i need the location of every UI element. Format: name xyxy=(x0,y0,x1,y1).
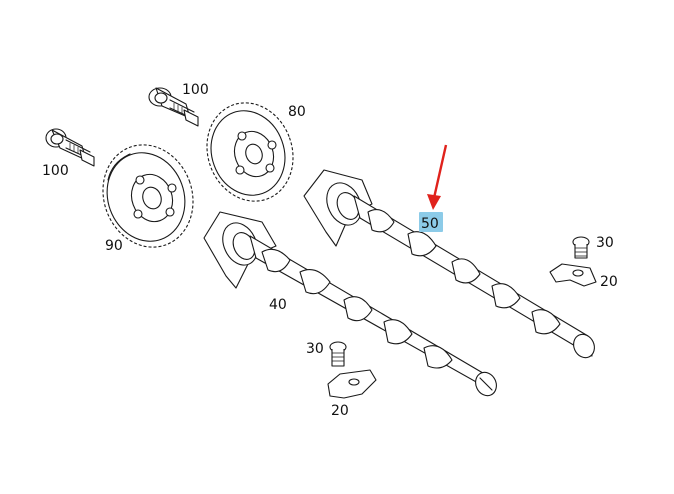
label-part-30-left[interactable]: 30 xyxy=(306,341,324,357)
bolt-30-right[interactable] xyxy=(572,236,590,259)
label-part-90[interactable]: 90 xyxy=(105,238,123,254)
bolt-30-left[interactable] xyxy=(329,341,347,367)
camshaft-50[interactable] xyxy=(303,169,598,361)
camshaft-adjuster-gear-90[interactable] xyxy=(89,132,207,260)
camshaft-adjuster-gear-80[interactable] xyxy=(193,91,306,214)
label-part-30-right[interactable]: 30 xyxy=(596,235,614,251)
solenoid-valve-left[interactable] xyxy=(45,128,95,167)
pointer-arrow xyxy=(427,144,448,210)
camshaft-40[interactable] xyxy=(203,211,500,399)
clamp-20-left[interactable] xyxy=(327,369,377,399)
label-part-80[interactable]: 80 xyxy=(288,104,306,120)
clamp-20-right[interactable] xyxy=(549,263,597,287)
solenoid-valve-upper[interactable] xyxy=(148,87,199,127)
label-part-40[interactable]: 40 xyxy=(269,297,287,313)
label-part-100-upper[interactable]: 100 xyxy=(182,82,209,98)
label-part-50[interactable]: 50 xyxy=(421,216,439,232)
part-50-highlight xyxy=(419,212,443,232)
label-part-100-left[interactable]: 100 xyxy=(42,163,69,179)
label-part-20-right[interactable]: 20 xyxy=(600,274,618,290)
label-part-20-left[interactable]: 20 xyxy=(331,403,349,419)
